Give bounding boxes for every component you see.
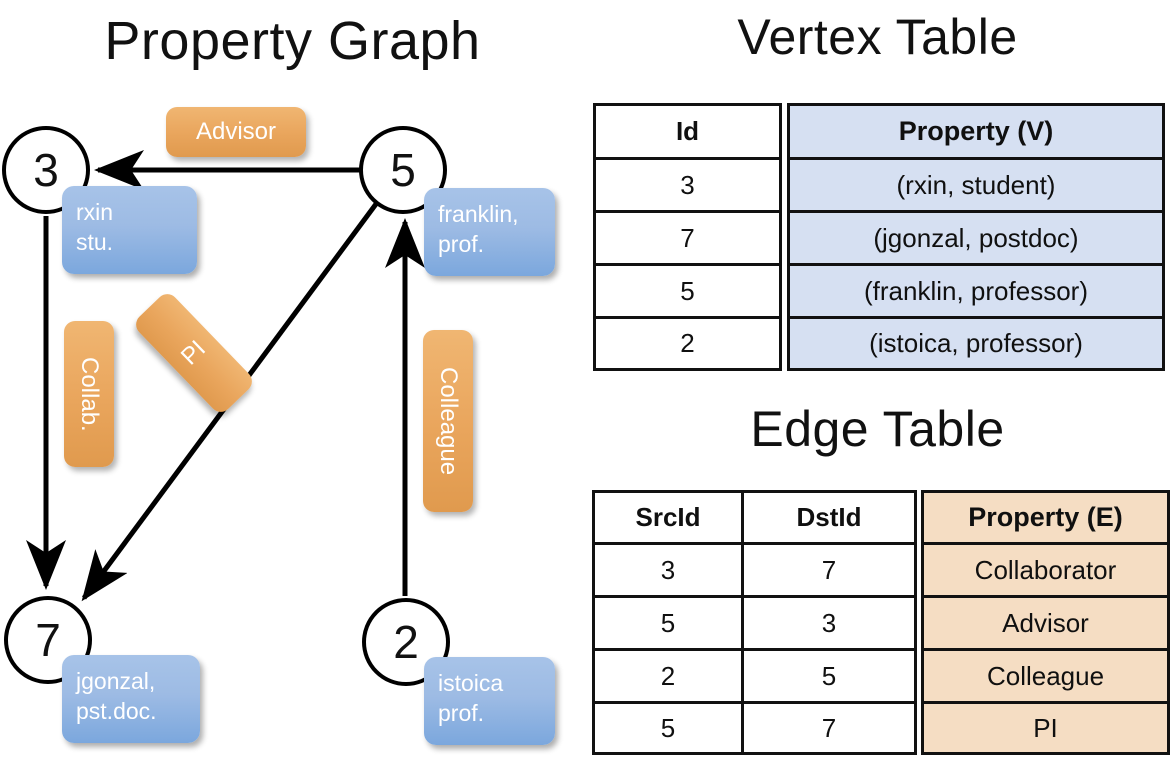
edge-label-colleague: Colleague [423, 330, 473, 512]
edge-table-header-srcid: SrcId [595, 493, 741, 545]
table-row: 3 [744, 598, 914, 651]
table-row: 7 [744, 545, 914, 598]
table-row: 2 [596, 319, 779, 368]
vertex-property-box-3: rxin stu. [62, 186, 197, 274]
table-row: Collaborator [924, 545, 1167, 598]
property-graph-panel: 3 5 7 2 rxin stu. franklin, prof. jgonza… [2, 107, 555, 745]
vertex-table-id-column: Id 3 7 5 2 [593, 103, 782, 371]
table-row: (jgonzal, postdoc) [790, 213, 1162, 266]
page-title-edge-table: Edge Table [750, 401, 1005, 457]
edge-label-pi-text: PI [176, 335, 212, 371]
table-row: Colleague [924, 651, 1167, 704]
vertex-property-box-5: franklin, prof. [424, 188, 555, 276]
vertex-property-box-7: jgonzal, pst.doc. [62, 655, 200, 743]
graph-node-5-label: 5 [390, 144, 416, 196]
table-row: 3 [595, 545, 741, 598]
vertex-property-box-2: istoica prof. [424, 657, 555, 745]
table-row: 5 [596, 266, 779, 319]
edge-table-dstid-column: DstId 7 3 5 7 [741, 490, 917, 755]
graph-node-2[interactable]: 2 [362, 598, 450, 686]
edge-label-advisor: Advisor [166, 107, 306, 157]
graph-node-3-label: 3 [33, 144, 59, 196]
table-row: 5 [744, 651, 914, 704]
edge-table-header-property: Property (E) [924, 493, 1167, 545]
page-title-vertex-table: Vertex Table [737, 9, 1018, 65]
vertex-table-property-column: Property (V) (rxin, student) (jgonzal, p… [787, 103, 1165, 371]
page-title-property-graph: Property Graph [104, 11, 481, 71]
table-row: 5 [595, 598, 741, 651]
table-row: 2 [595, 651, 741, 704]
table-row: (istoica, professor) [790, 319, 1162, 368]
table-row: (franklin, professor) [790, 266, 1162, 319]
table-row: Advisor [924, 598, 1167, 651]
vertex-table-header-property: Property (V) [790, 106, 1162, 160]
table-row: 5 [595, 704, 741, 752]
table-row: PI [924, 704, 1167, 752]
edge-table-srcid-column: SrcId 3 5 2 5 [592, 490, 744, 755]
edge-label-collab: Collab. [64, 321, 114, 467]
graph-node-2-label: 2 [393, 616, 419, 668]
graph-node-5[interactable]: 5 [359, 126, 447, 214]
graph-node-7-label: 7 [35, 614, 61, 666]
table-row: 7 [596, 213, 779, 266]
table-row: 3 [596, 160, 779, 213]
edge-table-property-column: Property (E) Collaborator Advisor Collea… [921, 490, 1170, 755]
edge-table-header-dstid: DstId [744, 493, 914, 545]
table-row: 7 [744, 704, 914, 752]
table-row: (rxin, student) [790, 160, 1162, 213]
vertex-table-header-id: Id [596, 106, 779, 160]
